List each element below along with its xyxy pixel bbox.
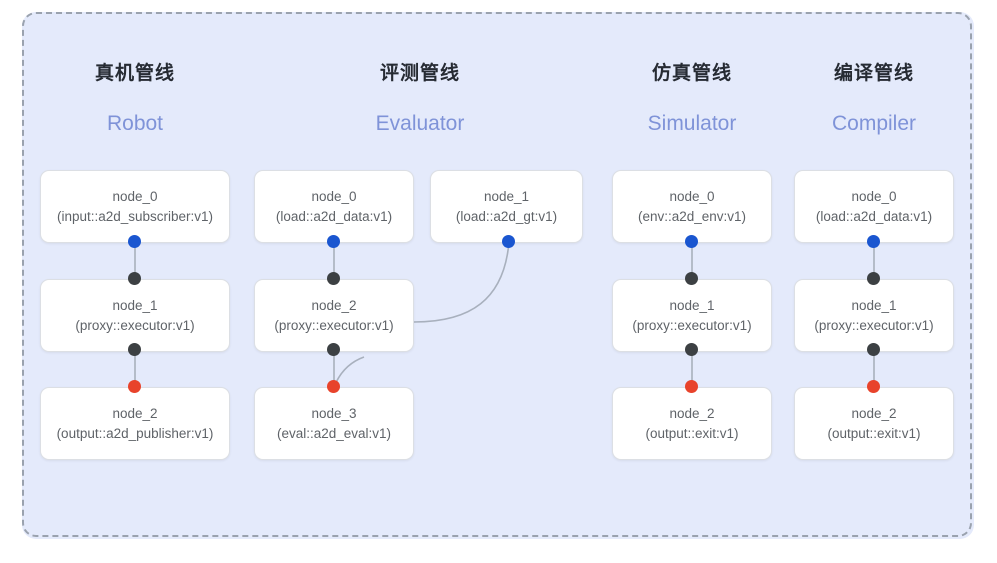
port-link-dot[interactable] (327, 343, 340, 356)
node-type: (load::a2d_data:v1) (815, 208, 933, 224)
node-box[interactable]: node_0 (env::a2d_env:v1) (612, 170, 772, 243)
node-box[interactable]: node_2 (proxy::executor:v1) (254, 279, 414, 352)
node-type: (load::a2d_gt:v1) (455, 208, 558, 224)
node-box[interactable]: node_2 (output::exit:v1) (612, 387, 772, 460)
node-box[interactable]: node_3 (eval::a2d_eval:v1) (254, 387, 414, 460)
port-output-dot[interactable] (327, 380, 340, 393)
node-box[interactable]: node_1 (load::a2d_gt:v1) (430, 170, 583, 243)
port-input-dot[interactable] (327, 235, 340, 248)
node-name: node_2 (112, 405, 158, 421)
port-output-dot[interactable] (685, 380, 698, 393)
node-box[interactable]: node_1 (proxy::executor:v1) (40, 279, 230, 352)
node-name: node_1 (483, 188, 530, 204)
node-name: node_0 (851, 188, 897, 204)
node-type: (proxy::executor:v1) (632, 317, 752, 333)
node-type: (proxy::executor:v1) (274, 317, 394, 333)
port-input-dot[interactable] (128, 235, 141, 248)
node-name: node_3 (311, 405, 357, 421)
node-box[interactable]: node_2 (output::exit:v1) (794, 387, 954, 460)
node-type: (proxy::executor:v1) (814, 317, 934, 333)
node-box[interactable]: node_0 (input::a2d_subscriber:v1) (40, 170, 230, 243)
node-box[interactable]: node_1 (proxy::executor:v1) (612, 279, 772, 352)
node-type: (output::a2d_publisher:v1) (56, 425, 214, 441)
node-type: (env::a2d_env:v1) (637, 208, 747, 224)
node-name: node_1 (669, 297, 715, 313)
node-box[interactable]: node_0 (load::a2d_data:v1) (254, 170, 414, 243)
port-output-dot[interactable] (867, 380, 880, 393)
node-box[interactable]: node_2 (output::a2d_publisher:v1) (40, 387, 230, 460)
node-name: node_2 (311, 297, 357, 313)
node-name: node_2 (669, 405, 715, 421)
node-type: (eval::a2d_eval:v1) (276, 425, 392, 441)
port-input-dot[interactable] (502, 235, 515, 248)
port-link-dot[interactable] (867, 343, 880, 356)
node-name: node_1 (112, 297, 158, 313)
port-link-dot[interactable] (685, 272, 698, 285)
node-name: node_2 (851, 405, 897, 421)
port-input-dot[interactable] (867, 235, 880, 248)
port-link-dot[interactable] (685, 343, 698, 356)
node-type: (input::a2d_subscriber:v1) (56, 208, 214, 224)
node-box[interactable]: node_1 (proxy::executor:v1) (794, 279, 954, 352)
port-output-dot[interactable] (128, 380, 141, 393)
port-link-dot[interactable] (128, 272, 141, 285)
port-input-dot[interactable] (685, 235, 698, 248)
port-link-dot[interactable] (867, 272, 880, 285)
node-type: (load::a2d_data:v1) (275, 208, 393, 224)
node-type: (output::exit:v1) (645, 425, 739, 441)
port-link-dot[interactable] (128, 343, 141, 356)
node-name: node_0 (112, 188, 158, 204)
node-type: (output::exit:v1) (827, 425, 921, 441)
node-box[interactable]: node_0 (load::a2d_data:v1) (794, 170, 954, 243)
port-link-dot[interactable] (327, 272, 340, 285)
node-name: node_1 (851, 297, 897, 313)
node-type: (proxy::executor:v1) (75, 317, 195, 333)
node-name: node_0 (669, 188, 715, 204)
node-name: node_0 (311, 188, 357, 204)
